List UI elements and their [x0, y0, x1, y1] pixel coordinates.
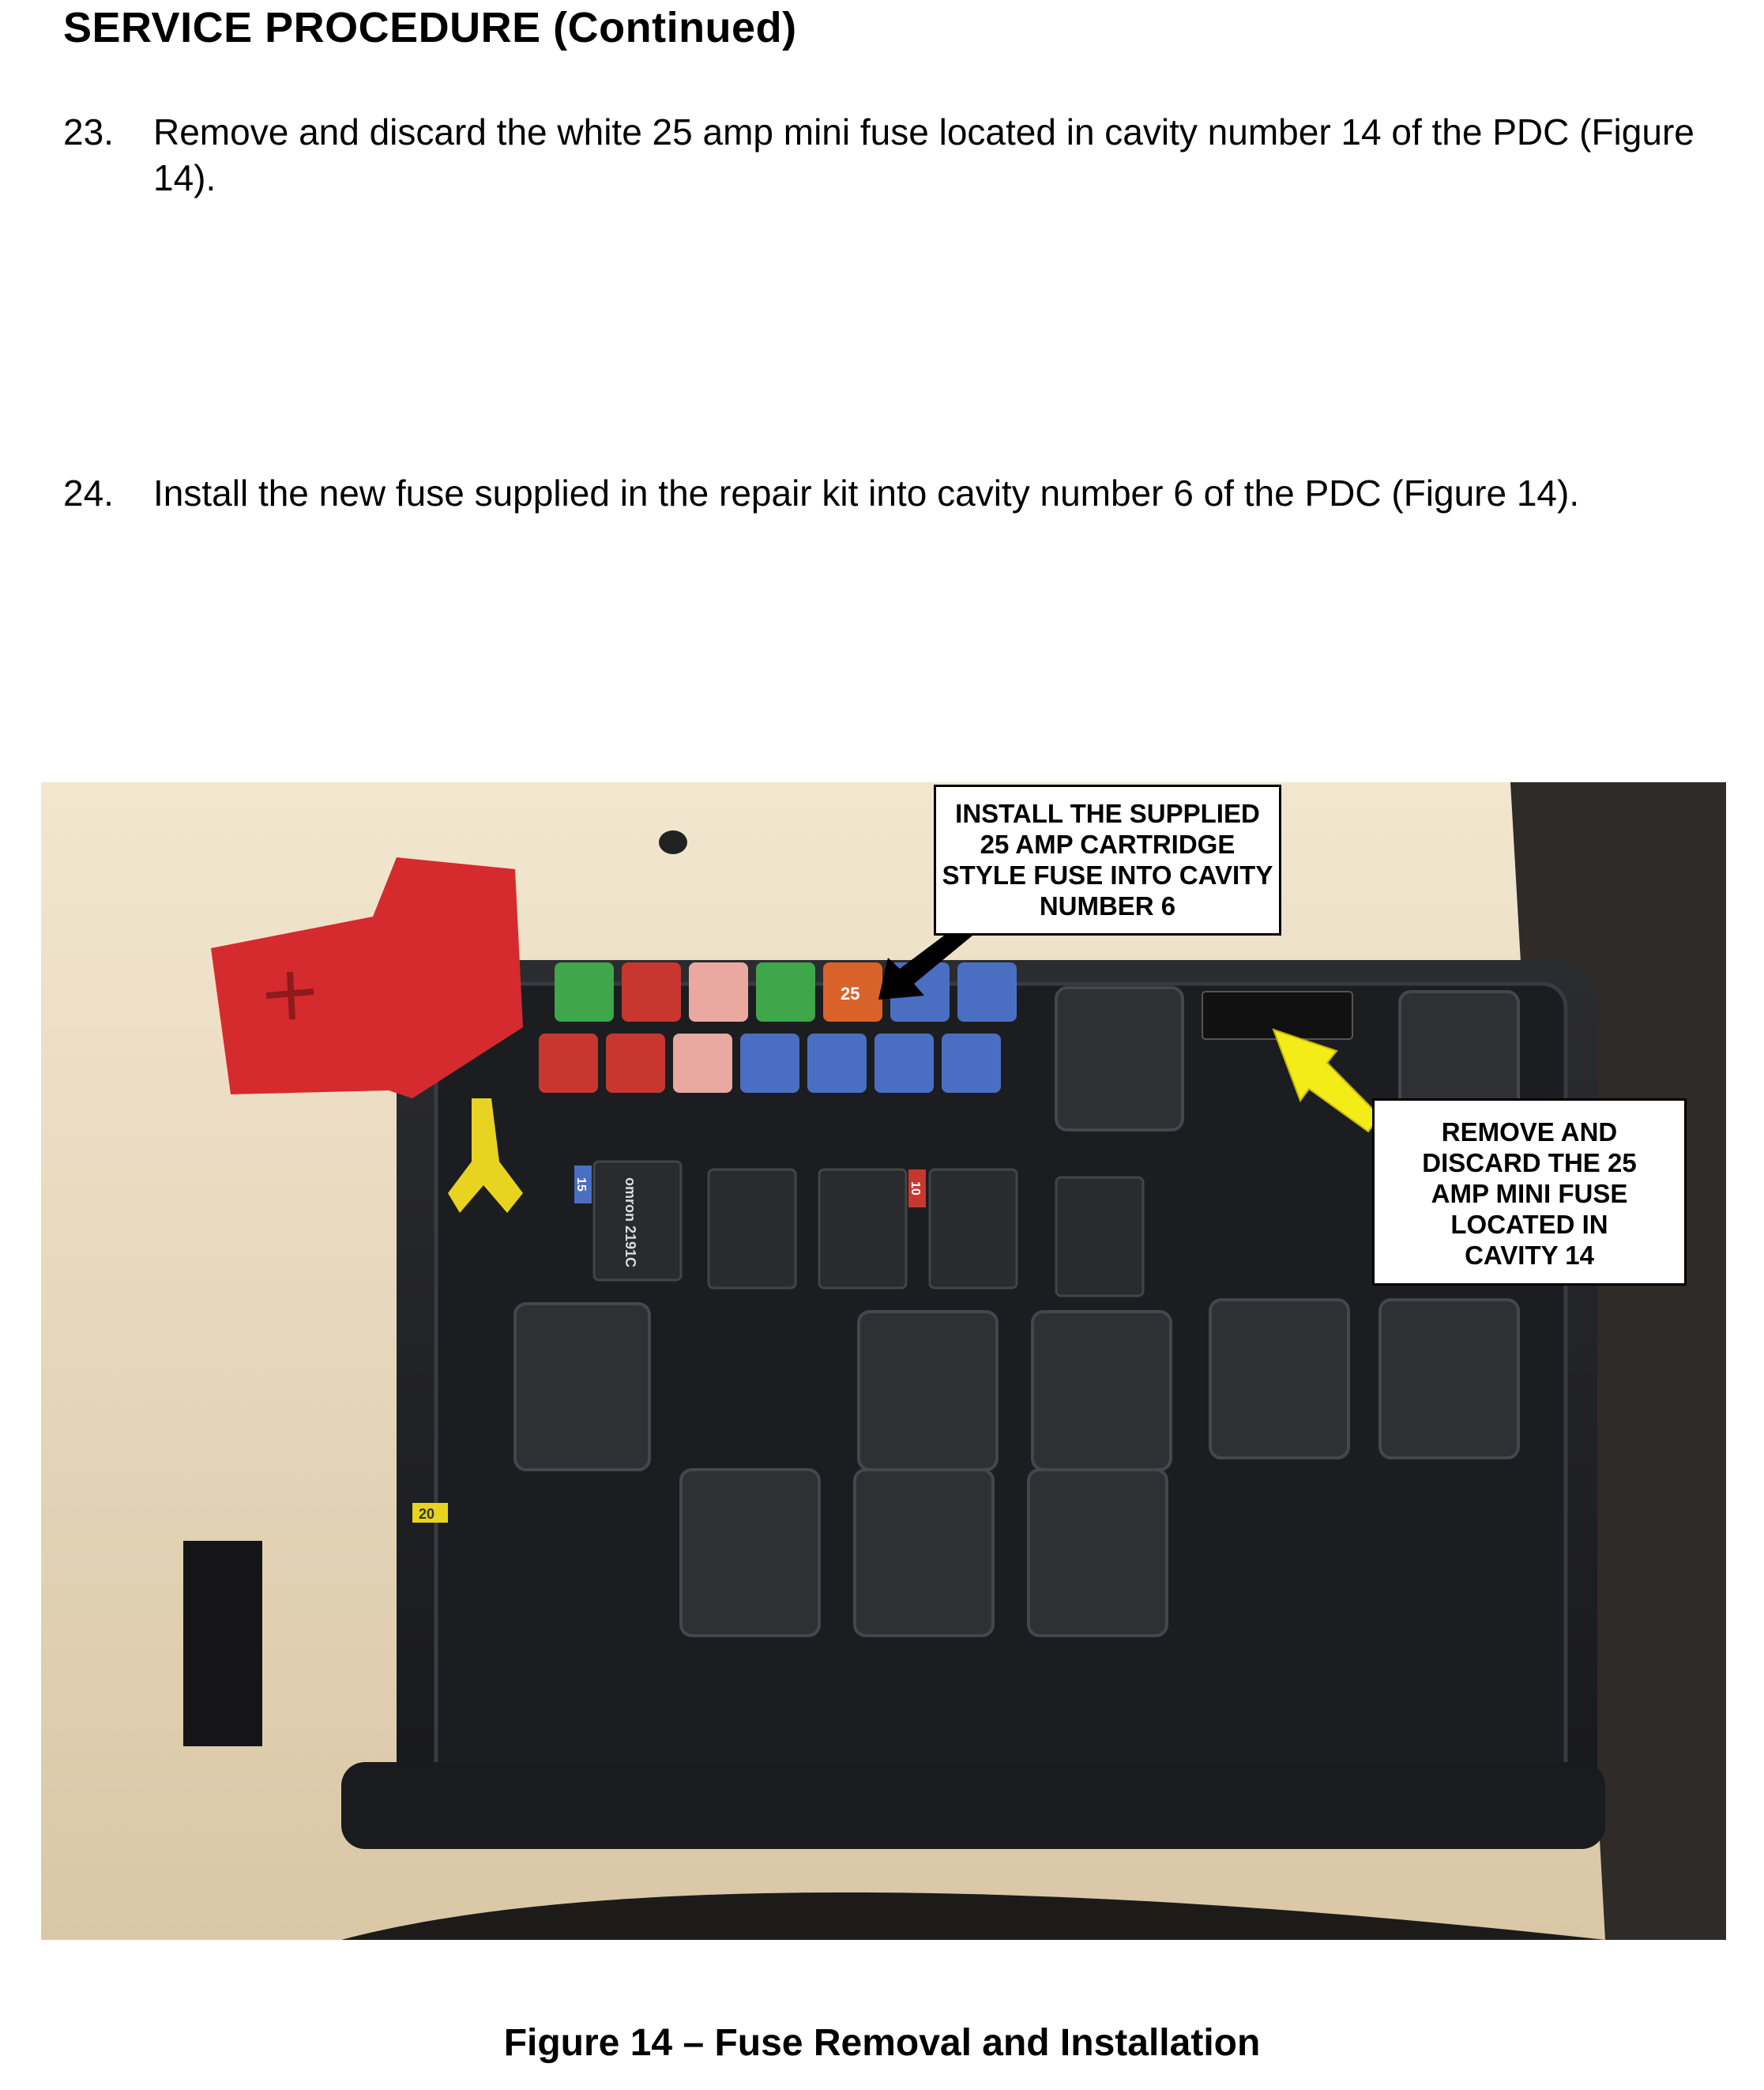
- mini-relays: [592, 1160, 1145, 1297]
- remove-fuse-callout: REMOVE AND DISCARD THE 25 AMP MINI FUSE …: [1372, 1098, 1687, 1286]
- fuse-label-10-tag: [908, 1169, 926, 1207]
- bolt-head: [659, 830, 687, 854]
- fuse-label-25: 25: [841, 984, 859, 1004]
- callout-line: STYLE FUSE INTO CAVITY: [942, 860, 1273, 890]
- fuse-label-20: 20: [419, 1506, 434, 1522]
- callout-line: NUMBER 6: [1039, 891, 1176, 921]
- install-fuse-callout: INSTALL THE SUPPLIED 25 AMP CARTRIDGE ST…: [934, 785, 1281, 936]
- figure-caption: Figure 14 – Fuse Removal and Installatio…: [503, 2022, 1261, 2064]
- step-number: 23.: [63, 111, 114, 153]
- fuse-label-15-tag: [574, 1166, 592, 1203]
- callout-line: LOCATED IN: [1450, 1210, 1608, 1239]
- pdc-photo-illustration: 25 omron 2191C 15 10 2: [41, 782, 1726, 1940]
- step-text: Remove and discard the white 25 amp mini…: [153, 111, 1694, 198]
- callout-line: AMP MINI FUSE: [1431, 1179, 1628, 1208]
- fuse-label-20-tag: [412, 1503, 448, 1523]
- fuse-row-top: [555, 962, 1017, 1022]
- callout-line: CAVITY 14: [1465, 1241, 1594, 1270]
- large-relays: [513, 986, 1520, 1637]
- cross-mark: [265, 971, 314, 1020]
- step-text: Install the new fuse supplied in the rep…: [153, 473, 1580, 514]
- fuse-label-15: 15: [574, 1177, 588, 1192]
- remove-arrow: [1272, 1028, 1382, 1133]
- relay-label: omron 2191C: [622, 1177, 638, 1267]
- callout-line: 25 AMP CARTRIDGE: [980, 830, 1236, 859]
- install-arrow: [878, 917, 981, 1000]
- pdc-mount-bracket: [183, 1541, 262, 1746]
- callout-line: REMOVE AND: [1441, 1117, 1618, 1147]
- callout-line: INSTALL THE SUPPLIED: [955, 799, 1260, 828]
- callout-line: DISCARD THE 25: [1422, 1148, 1637, 1177]
- page-title: SERVICE PROCEDURE (Continued): [63, 4, 797, 51]
- pdc-lower-lip: [341, 1762, 1605, 1849]
- battery-terminal-cover: [211, 857, 523, 1098]
- fuse-label-10: 10: [908, 1181, 922, 1196]
- yellow-clip: [448, 1098, 523, 1213]
- harness-bottom: [341, 1892, 1605, 1940]
- figure-14-photo: 25 omron 2191C 15 10 2: [41, 782, 1726, 1940]
- step-number: 24.: [63, 473, 114, 514]
- fuse-row-bottom: [539, 1034, 1001, 1093]
